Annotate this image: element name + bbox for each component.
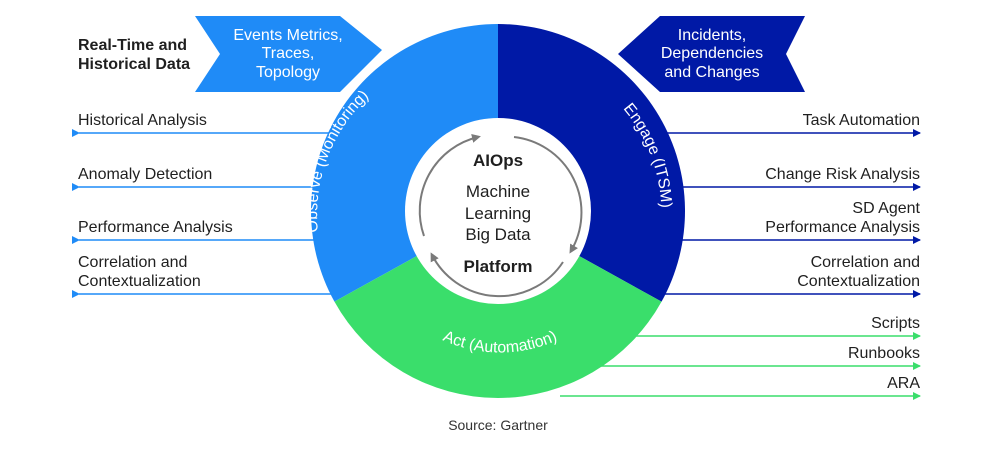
act-output-label: Runbooks bbox=[848, 345, 920, 362]
right-output-label: Task Automation bbox=[803, 112, 920, 129]
source-caption: Source: Gartner bbox=[448, 417, 548, 433]
center-title: AIOps bbox=[473, 151, 523, 170]
cycle-arrow-top-left bbox=[418, 134, 481, 237]
input-label-line-2: Historical Data bbox=[78, 56, 190, 73]
right-output-label: SD Agent bbox=[852, 200, 920, 217]
center-line-3: Big Data bbox=[465, 225, 531, 244]
right-output-label: Correlation and bbox=[811, 254, 920, 271]
banner-right-line-3: and Changes bbox=[664, 64, 759, 81]
input-banner-right bbox=[618, 16, 805, 92]
banner-right-line-1: Incidents, bbox=[678, 27, 746, 44]
act-output-label: Scripts bbox=[871, 315, 920, 332]
banner-left-line-2: Traces, bbox=[262, 45, 315, 62]
banner-right-line-2: Dependencies bbox=[661, 45, 763, 62]
cycle-arrow-right bbox=[513, 136, 583, 254]
left-output-label: Anomaly Detection bbox=[78, 166, 212, 183]
left-output-label: Historical Analysis bbox=[78, 112, 207, 129]
banner-left-line-3: Topology bbox=[256, 64, 320, 81]
input-label-line-1: Real-Time and bbox=[78, 37, 187, 54]
left-output-label: Performance Analysis bbox=[78, 219, 233, 236]
center-line-1: Machine bbox=[466, 182, 530, 201]
right-output-label: Contextualization bbox=[797, 273, 920, 290]
center-footer: Platform bbox=[464, 257, 533, 276]
input-banner-left bbox=[195, 16, 382, 92]
ring-segment-act bbox=[334, 211, 662, 399]
left-output-label: Contextualization bbox=[78, 273, 201, 290]
banner-left-line-1: Events Metrics, bbox=[233, 27, 342, 44]
right-output-label: Performance Analysis bbox=[765, 219, 920, 236]
cycle-arrow-bottom bbox=[430, 252, 564, 298]
center-line-2: Learning bbox=[465, 204, 531, 223]
left-output-label: Correlation and bbox=[78, 254, 187, 271]
act-output-label: ARA bbox=[887, 375, 920, 392]
right-output-label: Change Risk Analysis bbox=[765, 166, 920, 183]
center-disc bbox=[405, 118, 591, 304]
